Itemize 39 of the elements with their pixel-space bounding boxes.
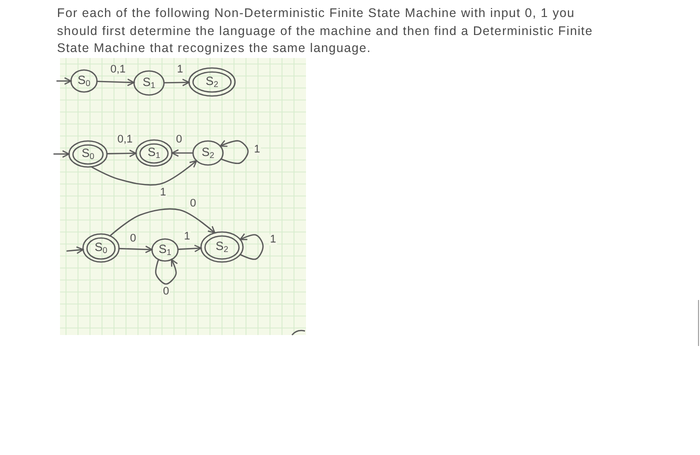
transition-arrow <box>163 78 190 86</box>
edge-label: 1 <box>176 64 184 76</box>
start-arrow <box>66 246 84 254</box>
question-text: For each of the following Non-Deterministic Finite State Machine with input 0, 1 you should first determine the language of the machine and then find a Deterministic Finite State Machine that recognizes the same language. <box>57 5 594 57</box>
self-loop-arrow <box>155 258 178 285</box>
edge-label: 1 <box>182 232 192 242</box>
state-label: S$_{1}$ <box>158 243 172 255</box>
state-label: S$_{2}$ <box>206 75 218 87</box>
self-loop-arrow <box>240 233 264 260</box>
state-circle <box>150 237 180 263</box>
edge-label: 1 <box>252 144 262 156</box>
transition-arrow <box>118 246 153 254</box>
start-arrow <box>53 150 70 158</box>
transition-arrow <box>106 150 137 158</box>
state-circle <box>69 68 99 94</box>
transition-arrow <box>177 244 202 252</box>
edge-label: 0 <box>128 234 138 244</box>
self-loop-arrow <box>220 140 249 164</box>
state-label: S$_{0}$ <box>82 147 94 159</box>
state-label: S$_{1}$ <box>148 146 160 158</box>
state-label: S$_{0}$ <box>78 74 90 86</box>
transition-arrow <box>96 78 135 86</box>
state-label: S$_{1}$ <box>142 76 156 88</box>
start-arrow <box>56 77 72 85</box>
transition-arrow <box>109 208 216 237</box>
state-circle <box>191 139 225 167</box>
edge-label: 0 <box>188 198 198 210</box>
edge-label: 1 <box>158 188 168 198</box>
edge-label: 1 <box>268 234 278 246</box>
transition-arrow <box>90 160 198 186</box>
state-label: S$_{0}$ <box>94 241 108 253</box>
edge-label: 0 <box>174 134 184 146</box>
state-circle <box>132 69 166 97</box>
transition-arrow <box>171 149 194 157</box>
edge-label: 0,1 <box>109 64 127 76</box>
state-label: S$_{2}$ <box>216 240 228 252</box>
edge-label: 0 <box>162 286 170 298</box>
edge-label: 0,1 <box>116 134 134 146</box>
state-label: S$_{2}$ <box>202 146 214 158</box>
